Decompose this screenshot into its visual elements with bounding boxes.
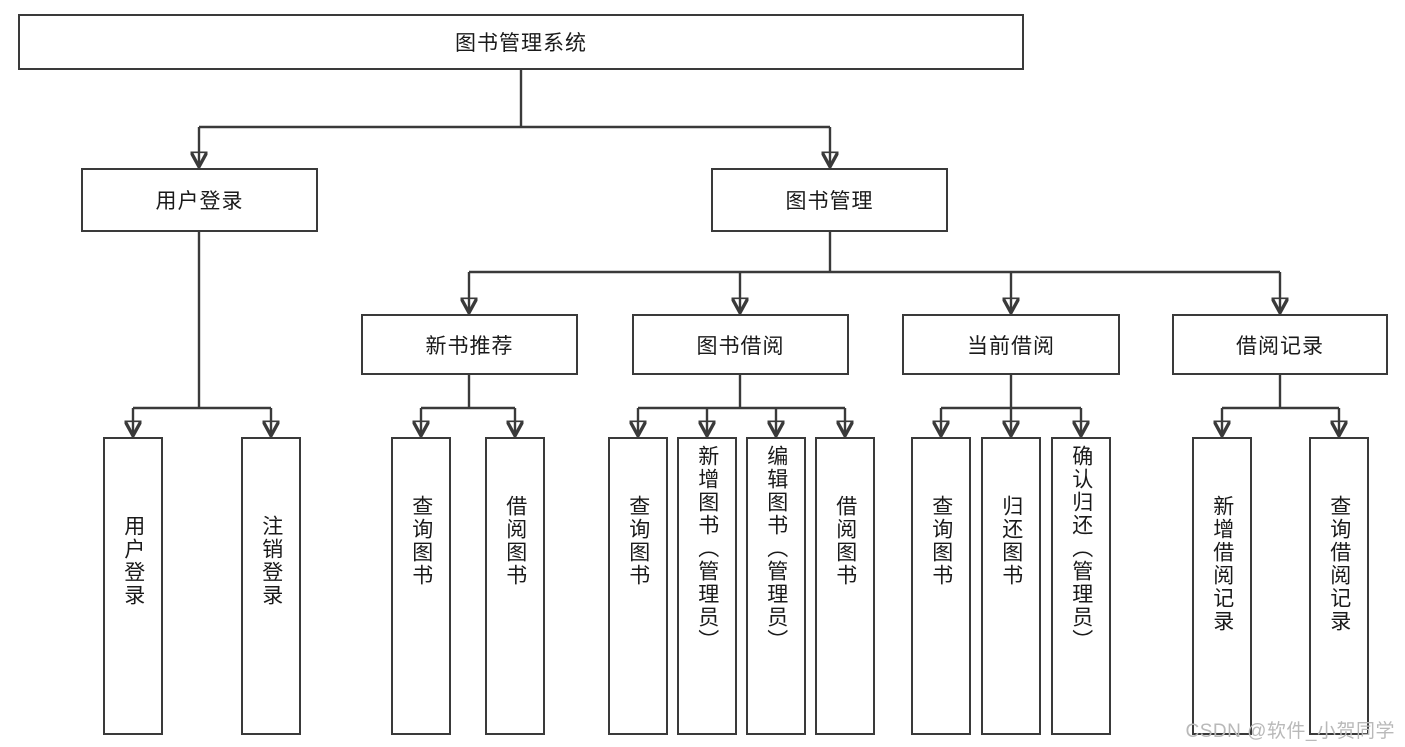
node-label: 编辑图书（管理员） bbox=[764, 445, 788, 652]
node-label: 当前借阅 bbox=[967, 334, 1055, 358]
node-borrow-record[interactable]: 借阅记录 bbox=[1172, 314, 1388, 375]
node-current-borrow[interactable]: 当前借阅 bbox=[902, 314, 1120, 375]
node-book-borrow[interactable]: 图书借阅 bbox=[632, 314, 849, 375]
leaf-user-login-login[interactable]: 用户登录 bbox=[103, 437, 163, 735]
leaf-borrow-borrow-book[interactable]: 借阅图书 bbox=[815, 437, 875, 735]
node-label: 图书借阅 bbox=[696, 334, 785, 358]
node-label: 借阅记录 bbox=[1236, 334, 1324, 358]
node-label: 用户登录 bbox=[121, 515, 145, 607]
node-label: 借阅图书 bbox=[503, 495, 527, 587]
node-label: 借阅图书 bbox=[833, 495, 857, 587]
node-label: 注销登录 bbox=[259, 515, 283, 607]
leaf-new-book-borrow[interactable]: 借阅图书 bbox=[485, 437, 545, 735]
node-label: 查询图书 bbox=[409, 495, 433, 587]
watermark-text: CSDN @软件_小贺同学 bbox=[1185, 721, 1395, 742]
node-label: 新增借阅记录 bbox=[1210, 495, 1234, 633]
node-root-system[interactable]: 图书管理系统 bbox=[18, 14, 1024, 70]
leaf-new-book-query[interactable]: 查询图书 bbox=[391, 437, 451, 735]
leaf-borrow-query-book[interactable]: 查询图书 bbox=[608, 437, 668, 735]
node-label: 查询借阅记录 bbox=[1327, 495, 1351, 633]
node-label: 图书管理 bbox=[785, 190, 874, 213]
node-user-login[interactable]: 用户登录 bbox=[81, 168, 318, 232]
node-new-book-recommend[interactable]: 新书推荐 bbox=[361, 314, 578, 375]
node-label: 查询图书 bbox=[626, 495, 650, 587]
node-label: 用户登录 bbox=[155, 190, 244, 213]
leaf-borrow-edit-book-admin[interactable]: 编辑图书（管理员） bbox=[746, 437, 806, 735]
node-label: 新增图书（管理员） bbox=[695, 445, 719, 652]
node-label: 归还图书 bbox=[999, 495, 1023, 587]
leaf-record-add-record[interactable]: 新增借阅记录 bbox=[1192, 437, 1252, 735]
node-label: 图书管理系统 bbox=[455, 32, 587, 55]
node-label: 确认归还（管理员） bbox=[1069, 445, 1093, 652]
leaf-current-return-book[interactable]: 归还图书 bbox=[981, 437, 1041, 735]
leaf-record-query-record[interactable]: 查询借阅记录 bbox=[1309, 437, 1369, 735]
node-book-manage[interactable]: 图书管理 bbox=[711, 168, 948, 232]
node-label: 查询图书 bbox=[929, 495, 953, 587]
leaf-user-login-logout[interactable]: 注销登录 bbox=[241, 437, 301, 735]
node-label: 新书推荐 bbox=[425, 334, 514, 358]
leaf-current-query-book[interactable]: 查询图书 bbox=[911, 437, 971, 735]
leaf-borrow-add-book-admin[interactable]: 新增图书（管理员） bbox=[677, 437, 737, 735]
leaf-current-confirm-return-admin[interactable]: 确认归还（管理员） bbox=[1051, 437, 1111, 735]
